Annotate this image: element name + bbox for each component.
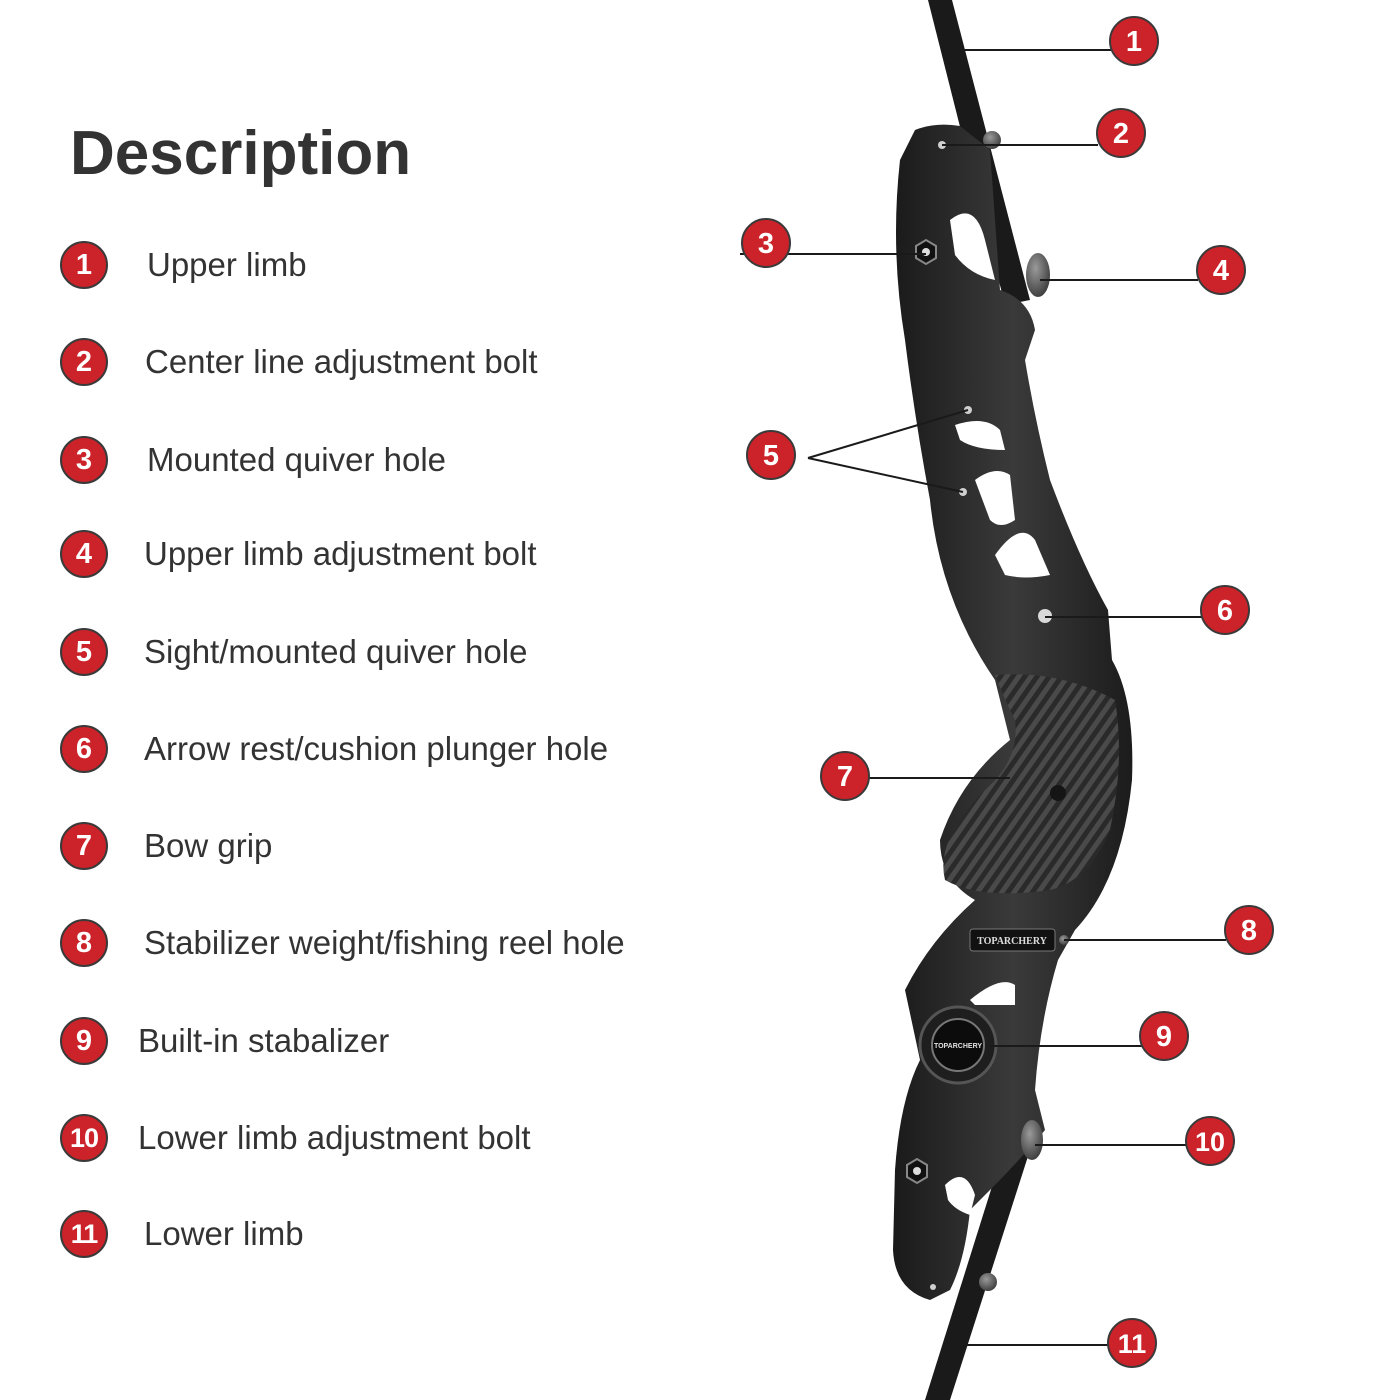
legend-label: Arrow rest/cushion plunger hole: [144, 730, 609, 767]
legend-label: Sight/mounted quiver hole: [144, 633, 528, 670]
brand-plate: [969, 928, 1056, 952]
callout-badge: 9: [1139, 1011, 1189, 1061]
callout-badge: 8: [1224, 905, 1274, 955]
legend-label: Lower limb: [144, 1215, 304, 1252]
callout-badge: 11: [1107, 1318, 1157, 1368]
legend-label: Stabilizer weight/fishing reel hole: [144, 924, 625, 961]
legend-item: 2 Center line adjustment bolt: [60, 334, 538, 390]
number-badge: 10: [60, 1114, 108, 1162]
legend-label: Upper limb adjustment bolt: [144, 535, 537, 572]
number-badge: 4: [60, 530, 108, 578]
svg-text:7: 7: [837, 761, 853, 793]
stabilizer-logo-text: TOPARCHERY: [934, 1043, 982, 1050]
svg-text:8: 8: [1241, 915, 1257, 947]
bow-grip: [943, 674, 1119, 894]
svg-text:11: 11: [1118, 1329, 1147, 1359]
callout-badges: 1 2 3 4 5 6 7 8: [741, 16, 1274, 1368]
lower-limb-bolt-icon: [1021, 1120, 1043, 1160]
callout-badge: 10: [1185, 1116, 1235, 1166]
legend-list: 1 Upper limb 2 Center line adjustment bo…: [60, 237, 625, 1262]
svg-text:6: 6: [1217, 595, 1233, 627]
svg-text:2: 2: [1113, 118, 1129, 150]
number-badge: 3: [60, 436, 108, 484]
callout-lines: [740, 49, 1226, 1346]
legend-item: 9 Built-in stabalizer: [60, 1013, 389, 1069]
legend-item: 4 Upper limb adjustment bolt: [60, 526, 537, 582]
brand-plate-text: TOPARCHERY: [977, 936, 1048, 947]
svg-text:9: 9: [1156, 1021, 1172, 1053]
callout-badge: 2: [1096, 108, 1146, 158]
legend-item: 7 Bow grip: [60, 818, 272, 874]
number-badge: 7: [60, 822, 108, 870]
svg-text:5: 5: [763, 440, 779, 472]
legend-item: 5 Sight/mounted quiver hole: [60, 624, 527, 680]
callout-badge: 7: [820, 751, 870, 801]
legend-label: Bow grip: [144, 827, 273, 864]
callout-badge: 6: [1200, 585, 1250, 635]
number-badge: 1: [60, 241, 108, 289]
legend-label: Built-in stabalizer: [138, 1022, 390, 1059]
center-line-bolt-icon: [983, 131, 1001, 149]
svg-text:3: 3: [758, 228, 774, 260]
legend-item: 1 Upper limb: [60, 237, 307, 293]
legend-item: 8 Stabilizer weight/fishing reel hole: [60, 915, 625, 971]
callout-badge: 5: [746, 430, 796, 480]
legend-item: 11 Lower limb: [60, 1206, 304, 1262]
number-badge: 11: [60, 1210, 108, 1258]
legend-label: Lower limb adjustment bolt: [138, 1119, 531, 1156]
legend-label: Mounted quiver hole: [147, 441, 447, 478]
legend-item: 10 Lower limb adjustment bolt: [60, 1110, 531, 1166]
callout-badge: 3: [741, 218, 791, 268]
callout-badge: 4: [1196, 245, 1246, 295]
number-badge: 5: [60, 628, 108, 676]
number-badge: 8: [60, 919, 108, 967]
legend-item: 3 Mounted quiver hole: [60, 432, 446, 488]
callout-badge: 1: [1109, 16, 1159, 66]
number-badge: 6: [60, 725, 108, 773]
number-badge: 9: [60, 1017, 108, 1065]
svg-text:10: 10: [1195, 1127, 1225, 1157]
legend-label: Upper limb: [147, 246, 307, 283]
page-title: Description: [70, 119, 412, 188]
svg-text:4: 4: [1213, 255, 1229, 287]
upper-limb-bolt-icon: [1026, 253, 1050, 297]
number-badge: 2: [60, 338, 108, 386]
lower-limb: [925, 1145, 1030, 1400]
legend-label: Center line adjustment bolt: [145, 343, 538, 380]
svg-text:1: 1: [1126, 26, 1142, 58]
legend-item: 6 Arrow rest/cushion plunger hole: [60, 721, 608, 777]
